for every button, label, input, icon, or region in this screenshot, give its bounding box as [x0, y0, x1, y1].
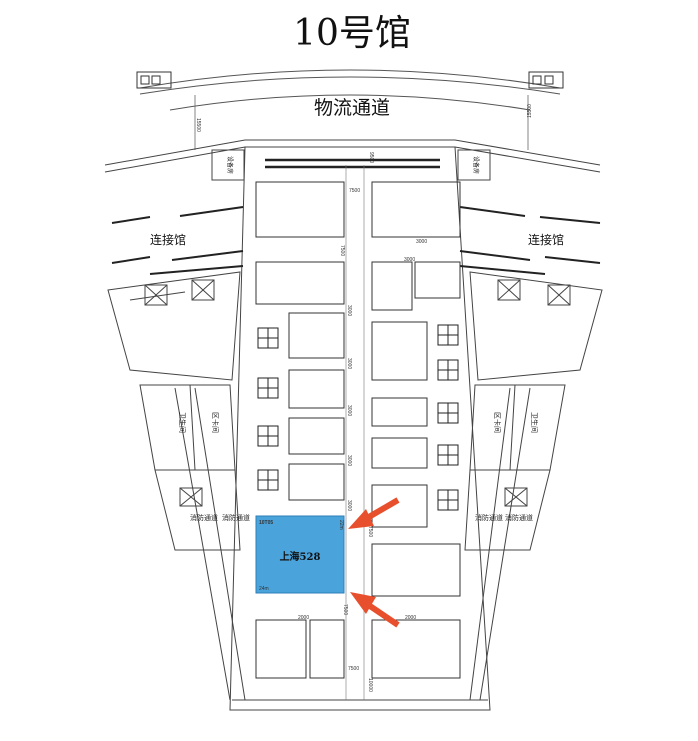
logistics-road-label: 物流通道 [314, 97, 390, 119]
fire-exit-left-2: 消防通道 [222, 513, 250, 522]
dim-r2-right: 3000 [404, 257, 415, 263]
left-wc-label: 卫生间 [178, 412, 187, 433]
top-strips [265, 158, 440, 169]
right-zone-label: 区卡间 [493, 412, 502, 433]
dim-center-d: 3000 [346, 405, 352, 416]
booth-code: 10T05 [259, 520, 273, 526]
dim-r1-right: 3000 [416, 239, 427, 245]
left-zone-label: 区卡间 [211, 412, 220, 433]
equipment-room-right: 设备房 [472, 156, 480, 174]
left-wing [107, 271, 241, 381]
dim-top-aisle: 7500 [349, 188, 360, 194]
link-hall-right-label: 连接馆 [528, 232, 564, 247]
dim-bottom-aisle: 7500 [342, 604, 348, 615]
road-end-left [136, 71, 172, 89]
booth-width: 24m [259, 586, 269, 592]
arrow-upper-icon [348, 497, 400, 529]
dim-bottom-left: 2000 [298, 615, 309, 621]
dim-top-vert: 9500 [368, 152, 374, 163]
equipment-room-left: 设备房 [226, 156, 234, 174]
fire-exit-right-2: 消防通道 [505, 513, 533, 522]
link-hall-right [459, 206, 601, 275]
left-service-block [139, 384, 241, 551]
booth-blocks [255, 181, 461, 679]
link-hall-left-label: 连接馆 [150, 232, 186, 247]
dim-center-e: 3000 [346, 455, 352, 466]
dim-bottom-right: 2000 [405, 615, 416, 621]
right-service-block [464, 384, 566, 551]
fire-exit-left-1: 消防通道 [190, 513, 218, 522]
dim-center-b: 3000 [346, 305, 352, 316]
link-hall-left [111, 206, 244, 275]
dim-center-c: 3000 [346, 358, 352, 369]
booth-height: 22m [338, 520, 344, 530]
grid-symbols [257, 324, 459, 511]
right-wc-label: 卫生间 [530, 412, 539, 433]
road-end-right [528, 71, 564, 89]
dim-top-right: 15500 [527, 104, 533, 118]
right-wing [469, 271, 603, 381]
dim-bottom-vertical: 10000 [367, 678, 373, 692]
logistics-road [139, 69, 561, 111]
fire-exit-right-1: 消防通道 [475, 513, 503, 522]
dim-top-left: 15500 [195, 118, 201, 132]
dim-lower-mid: 7500 [367, 526, 373, 537]
dim-center-f: 3000 [346, 500, 352, 511]
booth-name: 上海528 [280, 550, 321, 563]
dim-center-a: 7500 [339, 245, 345, 256]
arrow-lower-icon [350, 592, 400, 628]
dim-bottom-bot: 7500 [348, 666, 359, 672]
highlighted-booth[interactable] [255, 515, 345, 594]
hall-title: 10号馆 [293, 13, 411, 54]
